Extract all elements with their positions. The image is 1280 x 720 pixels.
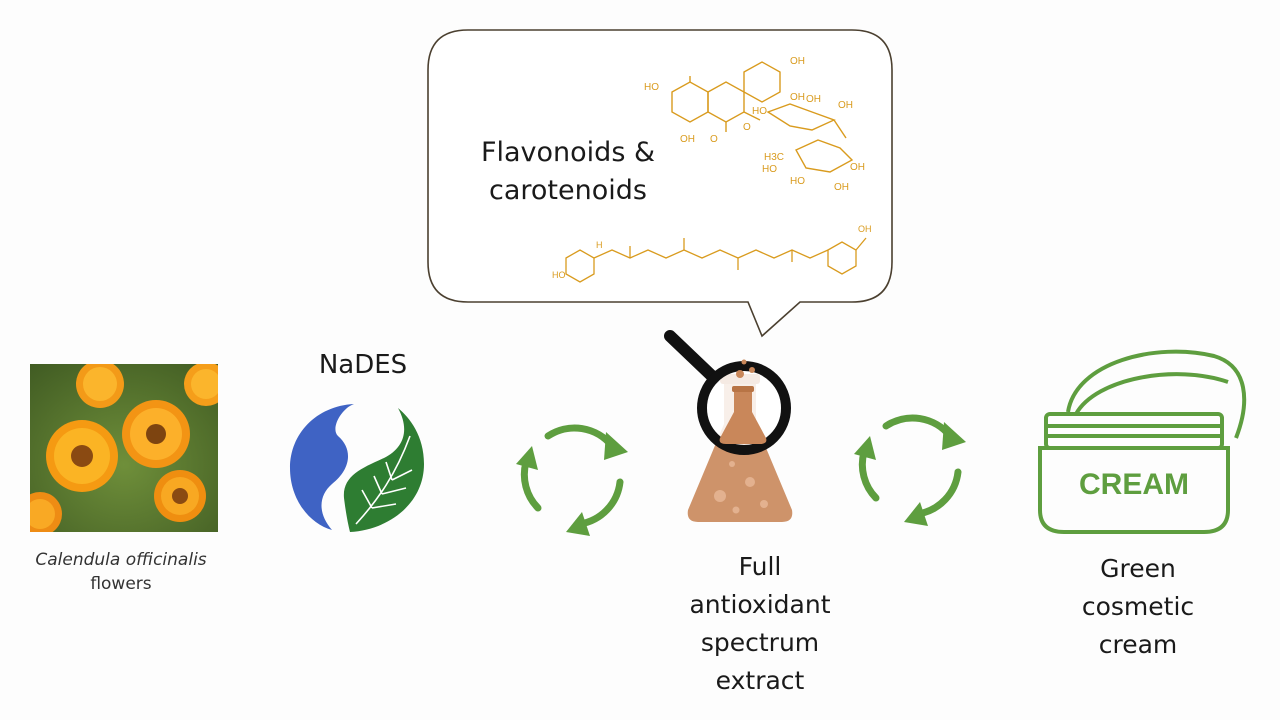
extract-caption: Full antioxidant spectrum extract [650, 548, 870, 700]
cream-line-3: cream [1098, 630, 1178, 659]
flower-blossom [154, 470, 206, 522]
atom-label: OH [850, 162, 865, 173]
atom-label: HO [552, 270, 566, 280]
flask-zoom-icon [719, 359, 767, 444]
carotenoid-atom-labels: HO OH H [552, 224, 872, 280]
flower-blossom [184, 364, 218, 406]
atom-label: H3C [764, 152, 784, 163]
flower-blossom [46, 420, 118, 492]
nades-blue-half [290, 404, 354, 530]
magnifier-icon [664, 330, 791, 455]
extract-line-3: spectrum [700, 628, 820, 657]
atom-label: OH [838, 100, 853, 111]
flower-part: flowers [90, 574, 152, 594]
atom-label: OH [790, 92, 805, 103]
atom-label: H [596, 240, 603, 250]
jar-rim [1044, 412, 1224, 450]
flower-photo [30, 364, 218, 532]
recycle-arrows-icon [516, 424, 628, 536]
flavonoid-structure [671, 61, 854, 173]
atom-label: OH [806, 94, 821, 105]
flower-blossom [76, 364, 124, 408]
extract-line-1: Full [738, 552, 782, 581]
callout-line-1: Flavonoids & [480, 137, 656, 168]
cream-line-1: Green [1100, 554, 1176, 583]
callout-outline [427, 29, 893, 338]
jar-lid [1066, 349, 1247, 439]
callout-line-2: carotenoids [489, 175, 647, 206]
nades-logo-icon [290, 404, 424, 532]
extract-line-4: extract [715, 666, 805, 695]
atom-label: HO [790, 176, 805, 187]
atom-label: HO [762, 164, 777, 175]
flask-magnifier-group [664, 330, 793, 522]
flower-caption: Calendula officinalis flowers [10, 548, 232, 596]
atom-label: O [710, 134, 718, 145]
nades-leaf-half [343, 408, 424, 532]
atom-label: OH [858, 224, 872, 234]
flower-species: Calendula officinalis [35, 550, 207, 570]
nades-title: NaDES [318, 350, 408, 380]
atom-label: OH [790, 56, 805, 67]
flask-bubbles [714, 461, 768, 514]
flavonoid-atom-labels: HO OH OH HO OH OH OH O O H3C HO HO OH OH [644, 56, 865, 193]
cream-jar-icon: CREAM [1038, 349, 1247, 534]
atom-label: OH [834, 182, 849, 193]
atom-label: OH [680, 134, 695, 145]
jar-body [1038, 446, 1230, 534]
leaf-veins [355, 435, 413, 525]
recycle-arrows-icon [854, 414, 966, 526]
jar-label: CREAM [1079, 468, 1189, 501]
cream-line-2: cosmetic [1081, 592, 1195, 621]
cream-caption: Green cosmetic cream [1040, 550, 1236, 664]
flower-blossom [30, 492, 62, 532]
callout-title: Flavonoids & carotenoids [478, 134, 658, 210]
carotenoid-structure [565, 237, 867, 283]
atom-label: HO [644, 82, 659, 93]
flower-blossom [122, 400, 190, 468]
atom-label: HO [752, 106, 767, 117]
atom-label: O [743, 122, 751, 133]
extract-line-2: antioxidant [689, 590, 831, 619]
